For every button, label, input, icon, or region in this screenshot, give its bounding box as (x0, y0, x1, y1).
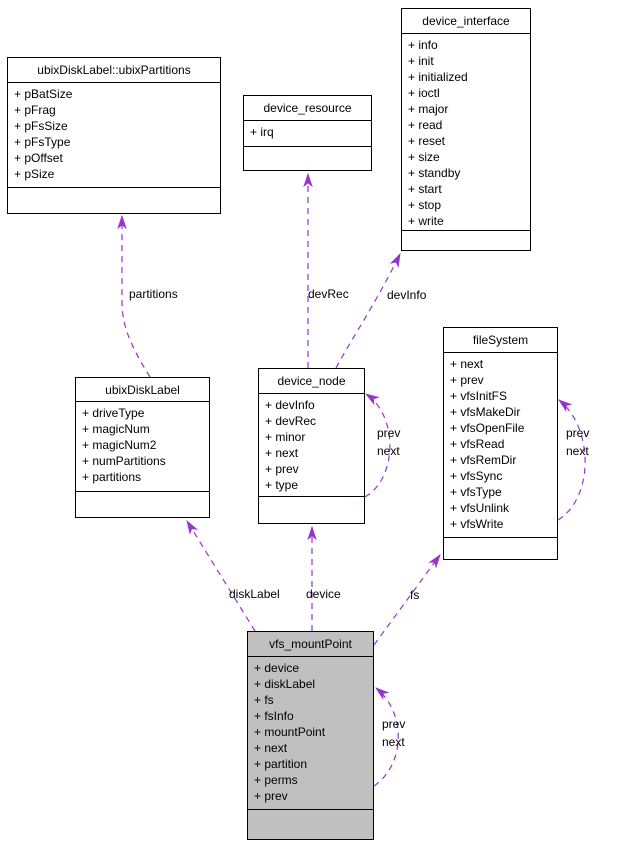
attribute: + pFrag (14, 103, 56, 117)
attribute: + init (408, 54, 434, 68)
class-node-vfs-mountpoint: vfs_mountPoint + device + diskLabel + fs… (247, 631, 374, 840)
attribute: + pBatSize (14, 87, 73, 101)
attribute: + write (408, 214, 444, 228)
empty-compartment (444, 537, 557, 559)
class-name: vfs_mountPoint (248, 632, 373, 657)
empty-compartment (244, 146, 371, 170)
attribute-list: + driveType + magicNum + magicNum2 + num… (76, 402, 209, 491)
edge-label-filesystem-loop: prev next (566, 424, 589, 460)
attribute: + next (254, 741, 288, 755)
empty-compartment (8, 187, 220, 213)
edge-label-device-node-loop: prev next (377, 424, 400, 460)
edge-label-disklabel: diskLabel (229, 587, 280, 601)
attribute: + read (408, 118, 443, 132)
edge-label-next: next (566, 444, 589, 458)
attribute-list: + info + init + initialized + ioctl + ma… (402, 34, 530, 230)
empty-compartment (248, 809, 373, 839)
attribute: + devInfo (265, 398, 315, 412)
attribute: + start (408, 182, 442, 196)
edge-label-devinfo: devInfo (387, 288, 427, 302)
attribute: + fsInfo (254, 709, 294, 723)
class-node-filesystem[interactable]: fileSystem + next + prev + vfsInitFS + v… (443, 327, 558, 560)
attribute: + mountPoint (254, 725, 326, 739)
attribute: + prev (265, 462, 299, 476)
attribute: + pSize (14, 167, 55, 181)
attribute: + pOffset (14, 151, 63, 165)
attribute: + numPartitions (82, 454, 166, 468)
attribute: + vfsSync (450, 469, 503, 483)
attribute: + stop (408, 198, 442, 212)
attribute: + vfsOpenFile (450, 421, 525, 435)
attribute: + partition (254, 757, 308, 771)
attribute: + next (450, 357, 484, 371)
class-node-device-interface[interactable]: device_interface + info + init + initial… (401, 8, 531, 251)
class-name: device_interface (402, 9, 530, 34)
edge-label-prev: prev (566, 426, 590, 440)
attribute: + irq (250, 125, 274, 139)
class-node-device-node[interactable]: device_node + devInfo + devRec + minor +… (258, 368, 365, 524)
attribute: + vfsRead (450, 437, 505, 451)
edge-label-device: device (306, 587, 341, 601)
attribute: + driveType (82, 406, 145, 420)
edge-label-partitions: partitions (129, 287, 178, 301)
edge-label-vfs-mountpoint-loop: prev next (382, 715, 405, 751)
attribute: + pFsType (14, 135, 71, 149)
attribute: + pFsSize (14, 119, 68, 133)
class-name: ubixDiskLabel::ubixPartitions (8, 58, 220, 83)
attribute: + vfsRemDir (450, 453, 517, 467)
edge-disklabel (186, 519, 256, 632)
class-name: ubixDiskLabel (76, 378, 209, 402)
edge-devinfo (335, 252, 401, 369)
edge-label-prev: prev (377, 426, 401, 440)
attribute: + vfsUnlink (450, 501, 510, 515)
edge-filesystem-self-loop (557, 399, 586, 521)
attribute: + fs (254, 693, 274, 707)
attribute: + vfsInitFS (450, 389, 508, 403)
attribute: + prev (254, 789, 288, 803)
edge-label-devrec: devRec (308, 287, 349, 301)
attribute: + size (408, 150, 440, 164)
attribute: + devRec (265, 414, 317, 428)
empty-compartment (402, 230, 530, 250)
attribute: + vfsMakeDir (450, 405, 521, 419)
attribute-list: + devInfo + devRec + minor + next + prev… (259, 394, 364, 496)
attribute-list: + pBatSize + pFrag + pFsSize + pFsType +… (8, 83, 220, 187)
attribute: + ioctl (408, 86, 440, 100)
attribute: + perms (254, 773, 298, 787)
attribute: + partitions (82, 470, 142, 484)
attribute: + device (254, 661, 300, 675)
attribute-list: + device + diskLabel + fs + fsInfo + mou… (248, 657, 373, 809)
attribute: + minor (265, 430, 306, 444)
class-name: device_node (259, 369, 364, 394)
class-node-ubixpartitions[interactable]: ubixDiskLabel::ubixPartitions + pBatSize… (7, 57, 221, 214)
edge-fs (373, 554, 441, 646)
attribute: + initialized (408, 70, 468, 84)
attribute: + magicNum2 (82, 438, 157, 452)
edge-label-next: next (382, 735, 405, 749)
attribute: + prev (450, 373, 484, 387)
edge-label-prev: prev (382, 717, 406, 731)
attribute: + standby (408, 166, 461, 180)
class-node-device-resource[interactable]: device_resource + irq (243, 95, 372, 171)
attribute: + vfsWrite (450, 517, 504, 531)
attribute: + diskLabel (254, 677, 316, 691)
empty-compartment (259, 496, 364, 523)
attribute-list: + irq (244, 121, 371, 146)
class-node-ubixdisklabel[interactable]: ubixDiskLabel + driveType + magicNum + m… (75, 377, 210, 518)
edge-label-next: next (377, 444, 400, 458)
attribute: + reset (408, 134, 446, 148)
attribute: + type (265, 478, 299, 492)
attribute: + info (408, 38, 438, 52)
empty-compartment (76, 491, 209, 517)
attribute: + next (265, 446, 299, 460)
class-name: fileSystem (444, 328, 557, 353)
attribute-list: + next + prev + vfsInitFS + vfsMakeDir +… (444, 353, 557, 537)
class-name: device_resource (244, 96, 371, 121)
attribute: + magicNum (82, 422, 150, 436)
attribute: + vfsType (450, 485, 502, 499)
edge-label-fs: fs (410, 588, 420, 602)
attribute: + major (408, 102, 449, 116)
